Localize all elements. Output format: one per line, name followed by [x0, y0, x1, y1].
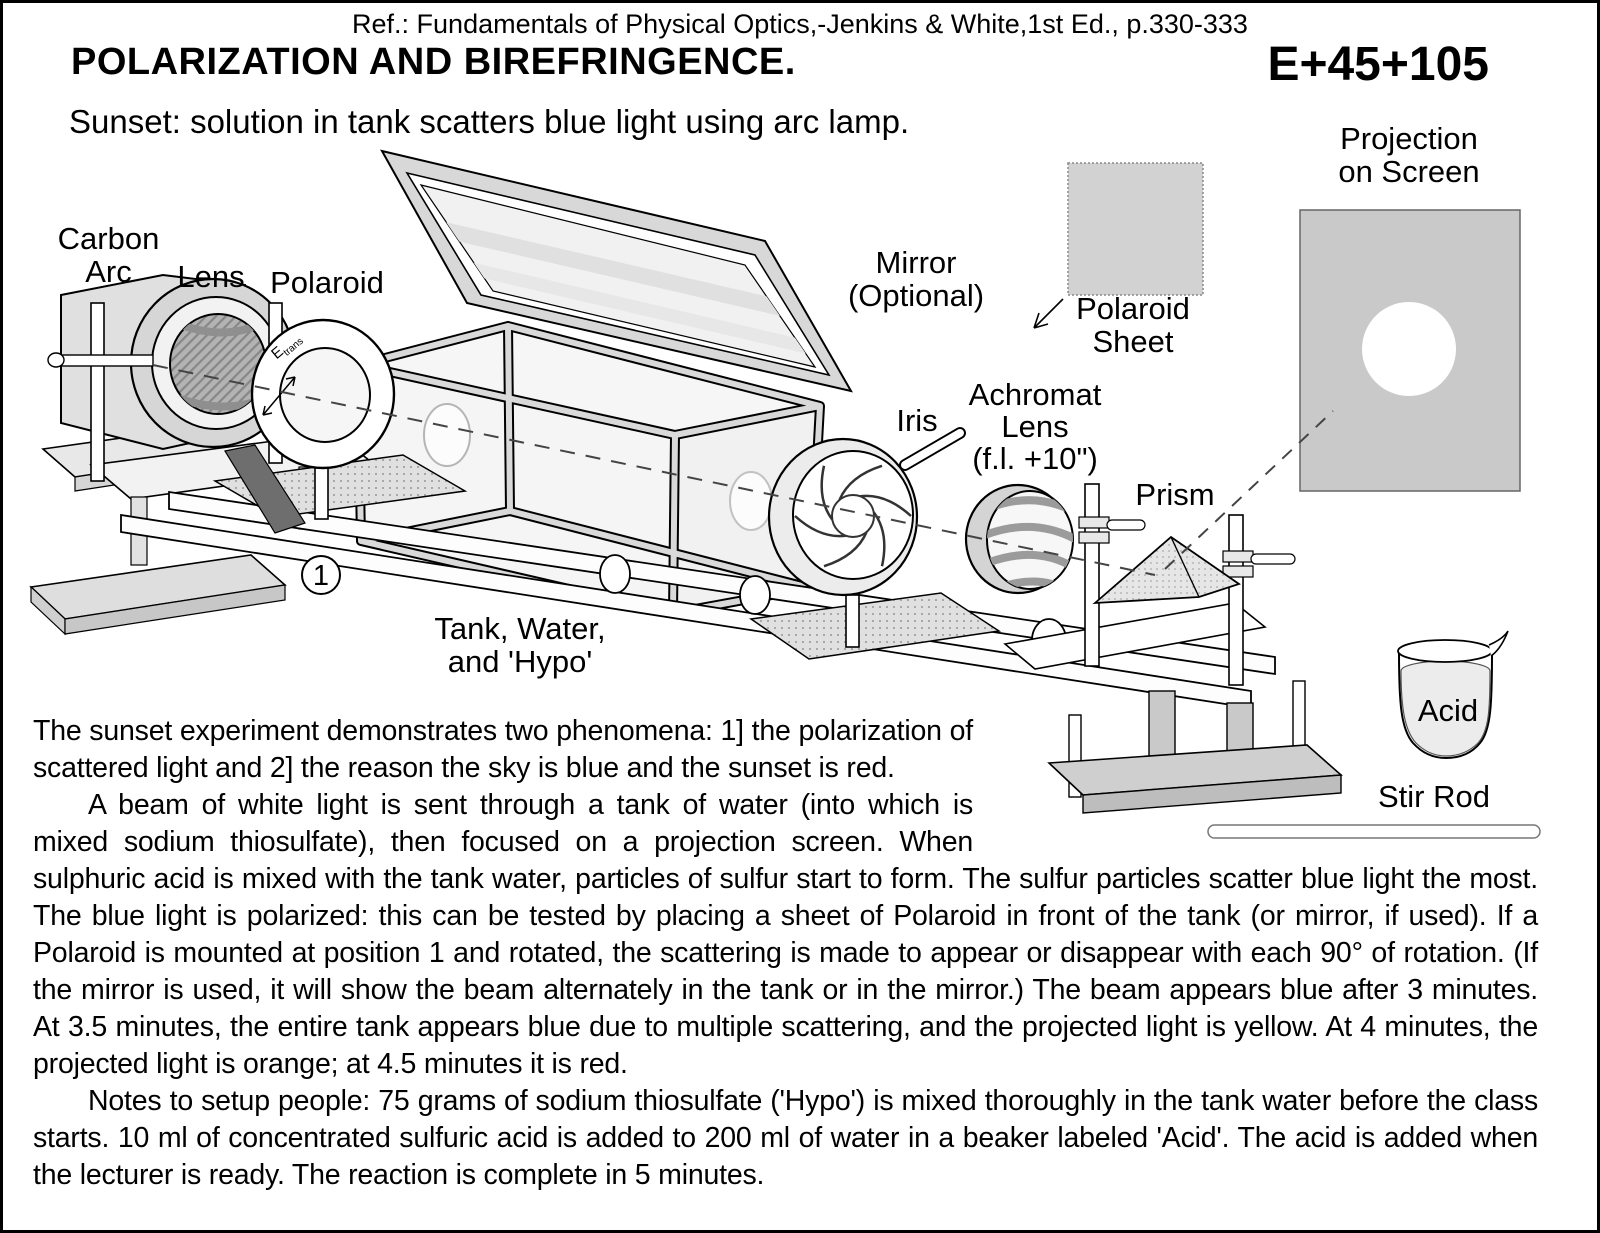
page-title: POLARIZATION AND BIREFRINGENCE.: [71, 41, 796, 83]
water-tank: [353, 320, 825, 619]
label-projection-screen: Projection on Screen: [1338, 121, 1480, 189]
label-polaroid-sheet: Polaroid Sheet: [1076, 291, 1190, 359]
prism-to-screen-ray: [1164, 410, 1334, 570]
label-iris: Iris: [896, 403, 938, 438]
prism-glass: [1092, 535, 1242, 605]
polaroid-filter: [250, 302, 396, 520]
e-trans-arrow: [262, 376, 296, 416]
iris-diaphragm: [767, 427, 966, 648]
achromat-lens: [964, 483, 1074, 595]
label-carbon-arc: Carbon Arc: [57, 221, 160, 289]
position-1-marker: 1: [301, 555, 341, 595]
stir-rod-shape: [1207, 824, 1541, 839]
paragraph-overview: The sunset experiment demonstrates two p…: [33, 715, 973, 784]
label-achromat-lens: Achromat Lens (f.l. +10"): [968, 377, 1102, 477]
mirror-lid: [380, 149, 854, 393]
reference-line: Ref.: Fundamentals of Physical Optics,-J…: [352, 9, 1248, 39]
optical-axis: [152, 364, 1156, 576]
subtitle: Sunset: solution in tank scatters blue l…: [69, 103, 910, 140]
label-polaroid: Polaroid: [270, 265, 384, 300]
description-text: The sunset experiment demonstrates two p…: [33, 713, 1538, 1194]
carbon-arc-lamp: [47, 273, 306, 534]
projected-beam-spot: [1362, 302, 1456, 396]
polaroid-sheet: [1033, 162, 1204, 329]
label-acid: Acid: [1417, 693, 1479, 728]
sheet-arrow: [1033, 298, 1064, 329]
paragraph-procedure: A beam of white light is sent through a …: [33, 789, 1538, 1080]
roller: [599, 554, 631, 594]
projection-screen: [1299, 209, 1521, 492]
prism-stand: [1003, 483, 1343, 814]
label-prism: Prism: [1135, 477, 1215, 512]
roller: [739, 575, 771, 615]
svg-text:1: 1: [313, 560, 329, 592]
label-stir-rod: Stir Rod: [1378, 779, 1490, 814]
paragraph-setup-notes: Notes to setup people: 75 grams of sodiu…: [33, 1085, 1538, 1191]
acid-beaker: [1397, 630, 1509, 760]
catalog-code: E+45+105: [1267, 38, 1489, 91]
label-lens: Lens: [177, 259, 245, 294]
label-tank: Tank, Water, and 'Hypo': [434, 611, 606, 679]
carriage-iris: [748, 592, 1002, 660]
lamp-stand-rod: [90, 302, 105, 482]
text-wrap-spacer: [973, 713, 1538, 861]
label-mirror: Mirror (Optional): [847, 245, 985, 313]
apparatus-diagram: 1: [29, 149, 1541, 839]
